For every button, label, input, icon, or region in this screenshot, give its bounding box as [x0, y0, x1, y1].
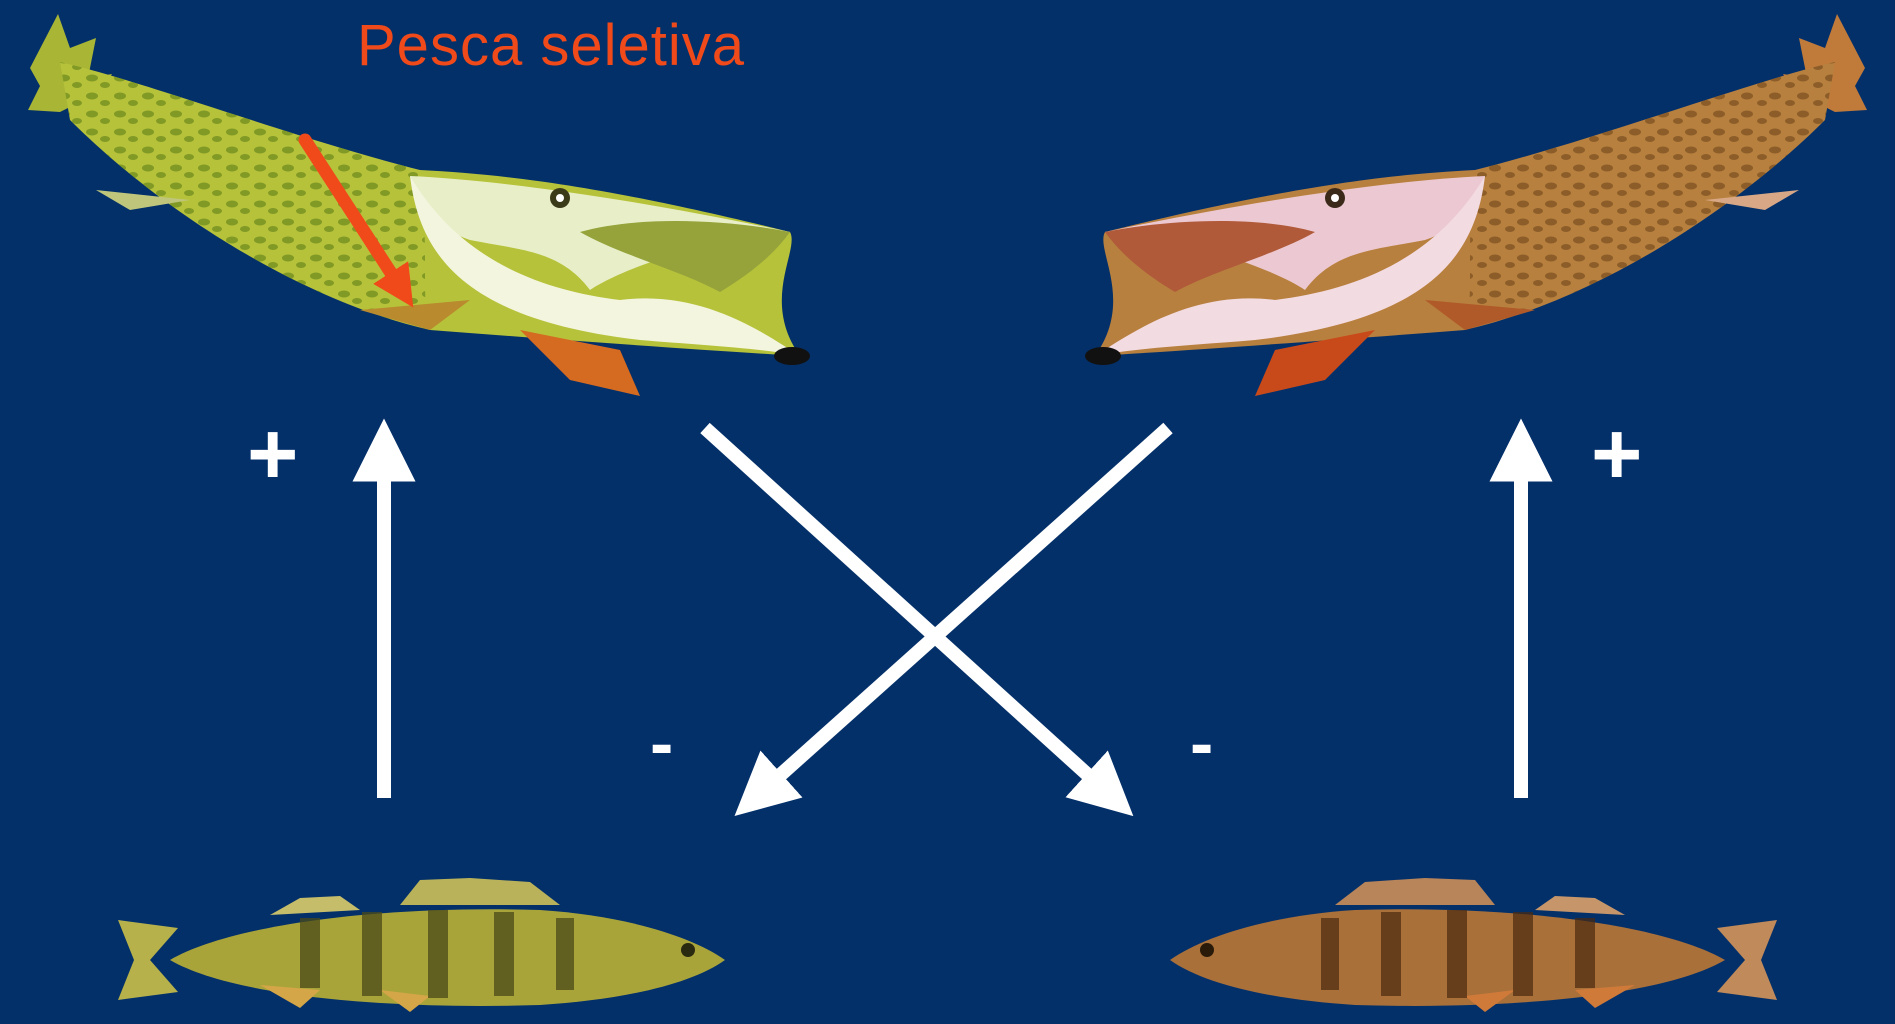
diagram-title: Pesca seletiva	[357, 12, 745, 79]
green-perch-icon	[118, 878, 725, 1012]
left-minus-sign: -	[650, 708, 673, 778]
top-right-plus-sign: +	[1591, 410, 1642, 498]
cross-arrow-to-left-perch	[758, 428, 1168, 795]
right-minus-sign: -	[1190, 708, 1213, 778]
top-left-plus-sign: +	[247, 410, 298, 498]
brown-pike-icon	[1085, 14, 1867, 396]
brown-perch-icon	[1170, 878, 1777, 1012]
cross-arrow-to-right-perch	[705, 428, 1110, 795]
